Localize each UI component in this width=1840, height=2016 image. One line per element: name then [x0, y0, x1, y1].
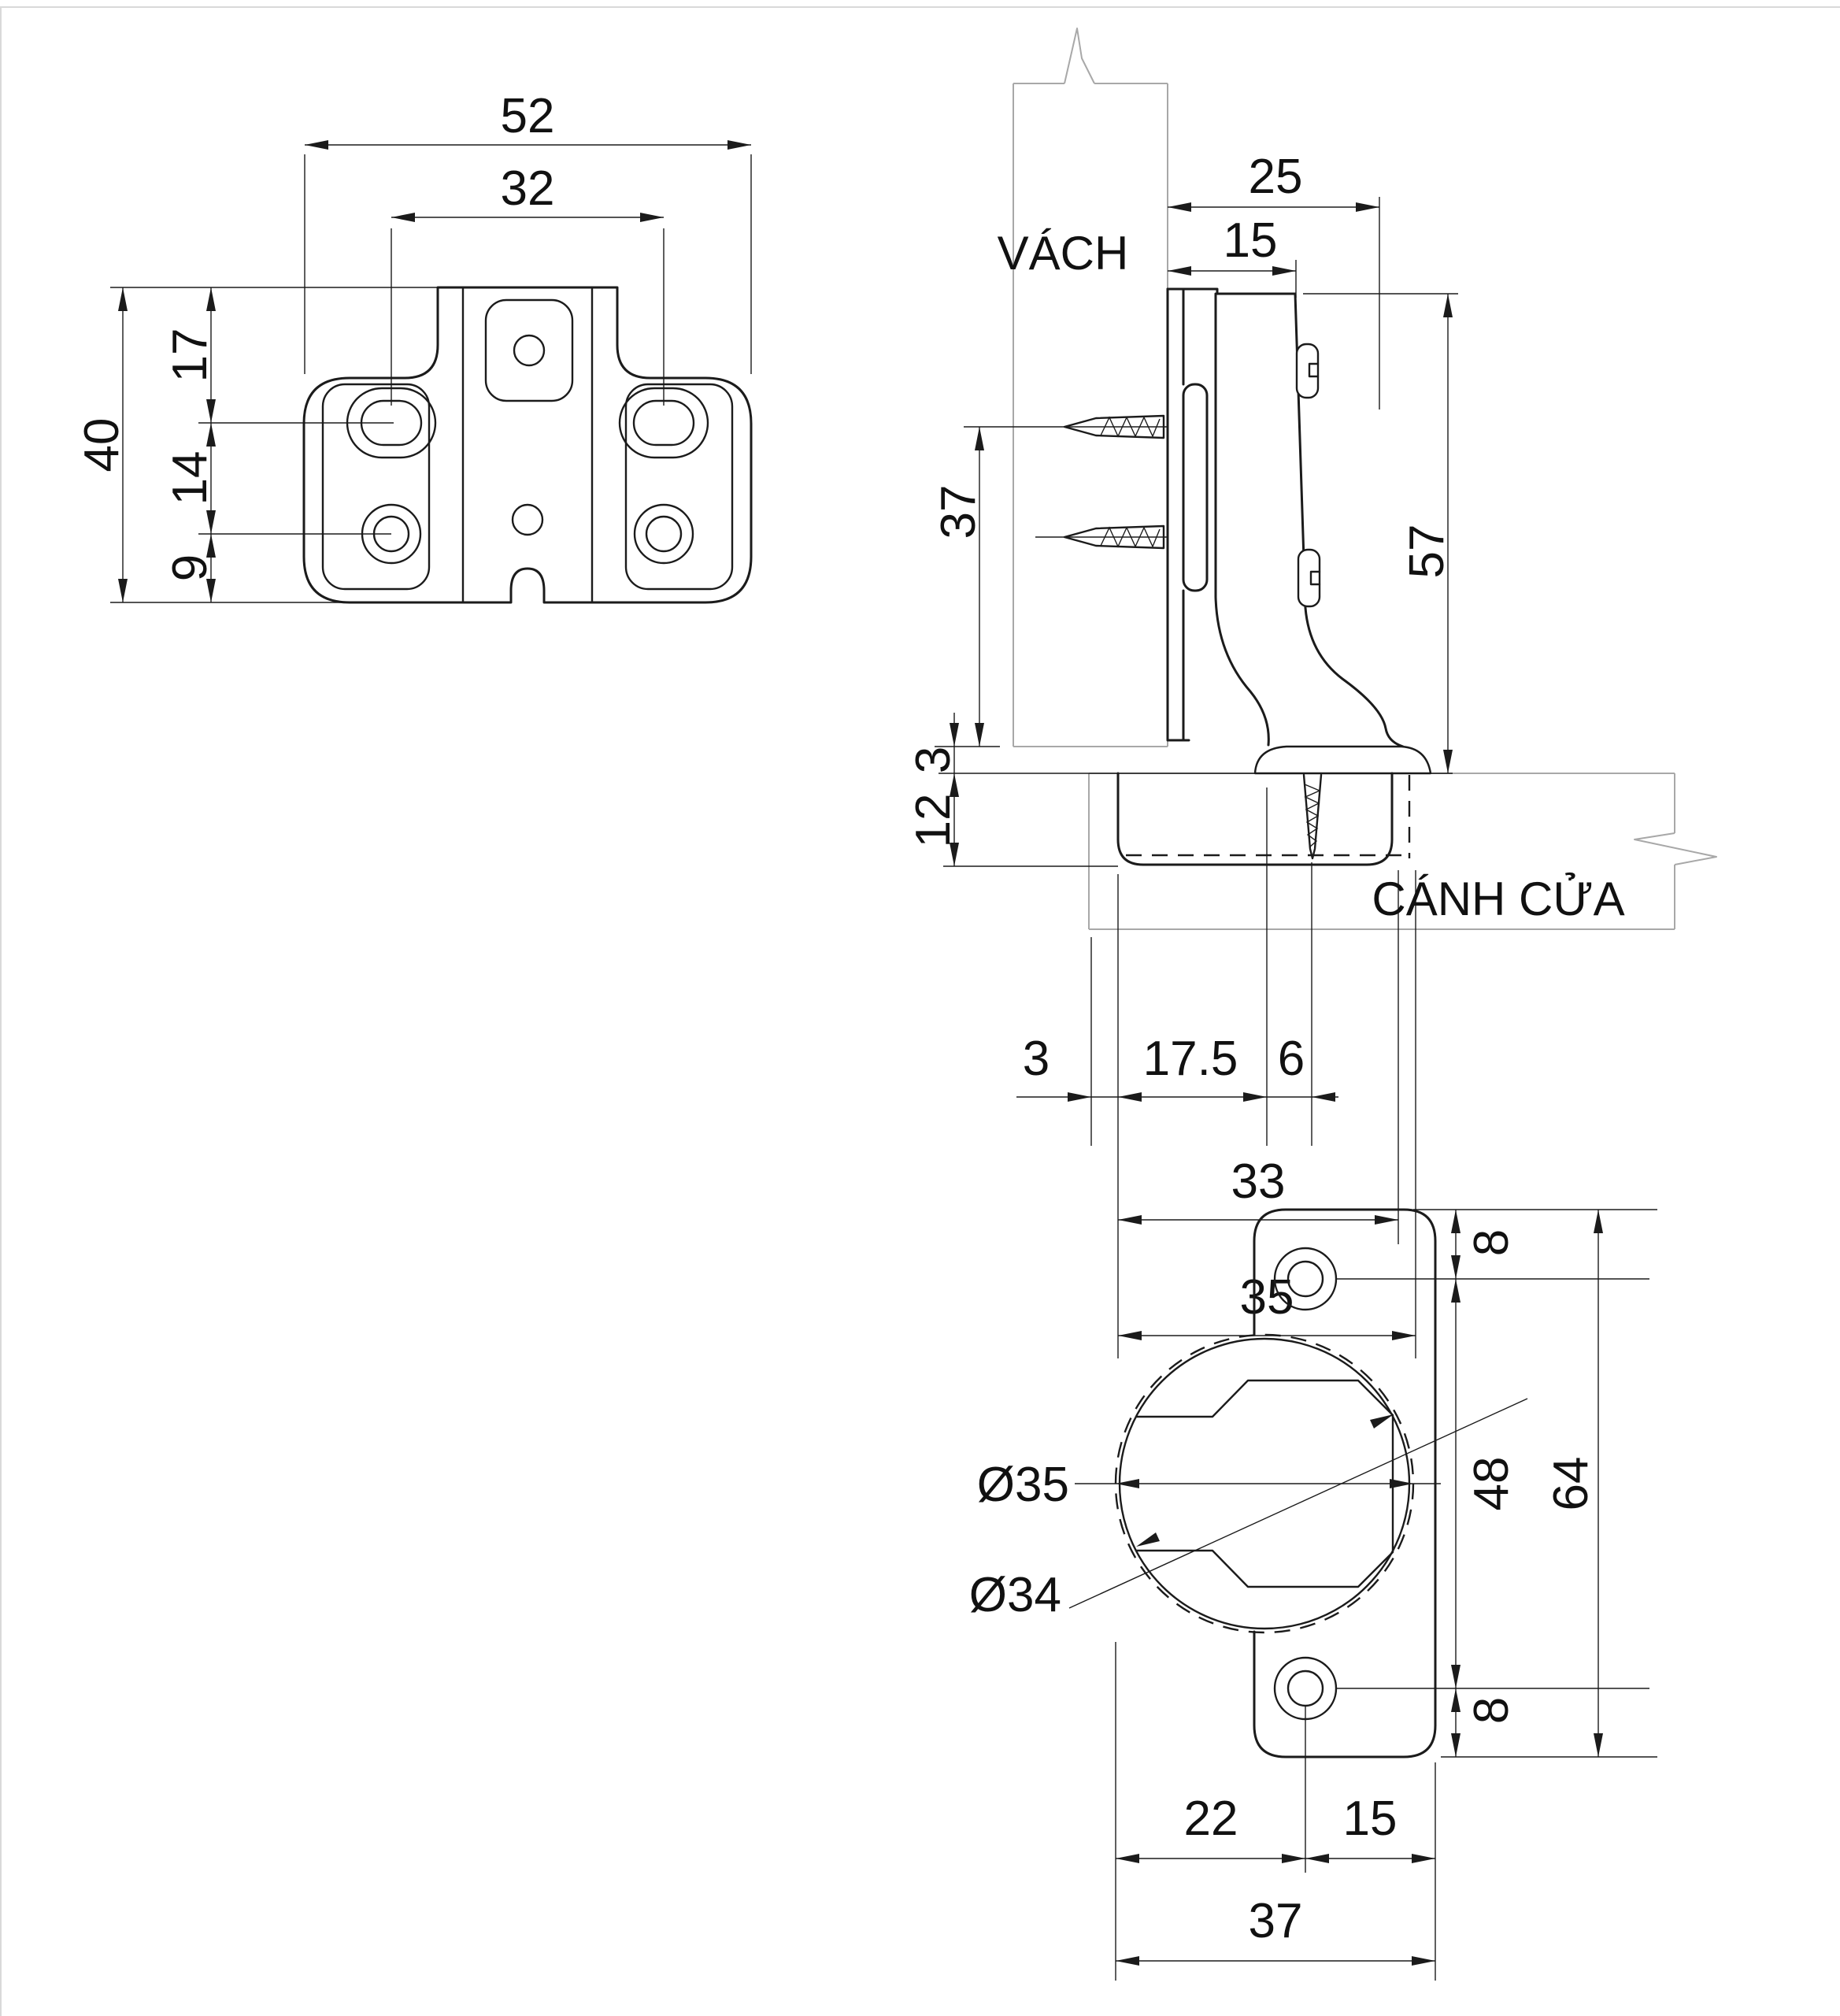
- plan-top-hole: [1287, 1260, 1324, 1298]
- dim-overall-width: 52: [501, 89, 555, 143]
- cup-body: [1116, 772, 1394, 866]
- dim-cup-hole-width: 35: [1240, 1270, 1294, 1325]
- dim-slot-spacing: 32: [501, 161, 555, 216]
- arm-top-edge: [1166, 287, 1297, 295]
- dim-cup-depth: 12: [906, 794, 961, 848]
- dim-screw-to-wall-edge: 37: [931, 485, 986, 539]
- drilling-plan-view: Ø35 Ø34 8 48 8 64 22 15 37: [969, 1208, 1657, 1981]
- dim-cup-edge-to-center: 17.5: [1143, 1032, 1238, 1086]
- door-screw: [1302, 773, 1323, 860]
- wall-outline: [1013, 28, 1168, 747]
- upper-wall-screw: [964, 414, 1168, 439]
- cup-hole-hidden-line: [1126, 775, 1411, 858]
- door-break-symbol: [1634, 832, 1717, 865]
- cup-flange-cap: [1253, 745, 1432, 775]
- dim-plate-length: 64: [1544, 1457, 1598, 1511]
- plan-bottom-hole: [1287, 1670, 1324, 1707]
- dim-overall-height-side: 57: [1400, 524, 1454, 579]
- wall-label: VÁCH: [998, 227, 1129, 280]
- dim-screw-line-to-edge: 15: [1343, 1792, 1398, 1846]
- dim-edge-to-screw-bottom: 8: [1464, 1697, 1519, 1724]
- dim-door-edge-to-cup: 3: [1023, 1032, 1050, 1086]
- dim-top-to-slot: 17: [163, 328, 217, 383]
- side-view-dimension-lines: [935, 197, 1458, 1358]
- plate-middle-hole: [511, 503, 544, 536]
- dim-overall-height: 40: [75, 418, 129, 472]
- dim-cup-to-screw-line: 22: [1184, 1792, 1238, 1846]
- dim-wall-door-gap: 3: [906, 747, 961, 773]
- right-hole: [645, 515, 683, 553]
- dim-center-to-screw: 6: [1278, 1032, 1305, 1086]
- hinge-side-geometry: [964, 287, 1432, 866]
- door-label: CÁNH CỬA: [1372, 873, 1624, 925]
- dim-edge-to-screw-top: 8: [1464, 1229, 1519, 1256]
- plate-outline: [302, 286, 753, 604]
- dim-hole-diameter: Ø35: [977, 1458, 1069, 1512]
- dim-arm-overhang: 25: [1249, 150, 1303, 204]
- right-slot: [632, 399, 695, 447]
- page-edge-lines: [0, 6, 1840, 2016]
- arm-upper-tab: [1295, 343, 1320, 399]
- plate-top-boss: [484, 298, 574, 402]
- dim-plan-overall-width: 37: [1249, 1894, 1303, 1948]
- arm-outer-edge: [1294, 292, 1405, 748]
- dim-hole-to-bottom: 9: [163, 554, 217, 581]
- back-strip: [1166, 287, 1190, 742]
- mounting-plate-front-view: 52 32 40 17 14 9: [75, 89, 753, 604]
- left-wing-panel: [321, 383, 431, 591]
- plan-bottom-dimensions: [1115, 1642, 1436, 1981]
- dim-cup-diameter: Ø34: [969, 1568, 1061, 1622]
- front-view-dimension-lines: [110, 140, 752, 603]
- hinge-side-view: VÁCH CÁNH CỬA 25 15 57 37 3 12 3 17.5 6 …: [906, 28, 1717, 1358]
- plan-right-dimensions: [1336, 1209, 1657, 1758]
- lower-wall-screw: [1035, 524, 1168, 550]
- wall-break-symbol: [1064, 28, 1095, 84]
- dim-cup-body-width: 33: [1231, 1154, 1286, 1209]
- diameter-callout-lines: [1068, 1398, 1528, 1609]
- dim-slot-to-hole: 14: [163, 451, 217, 506]
- arm-front-face: [1214, 292, 1270, 747]
- dim-arm-front-setback: 15: [1224, 213, 1278, 268]
- right-wing-panel: [624, 383, 734, 591]
- right-hole-ring: [633, 503, 694, 565]
- plate-top-hole: [513, 334, 546, 367]
- side-flange: [1182, 383, 1209, 592]
- dim-screw-hole-spacing: 48: [1464, 1457, 1519, 1511]
- arm-lower-tab: [1297, 548, 1321, 608]
